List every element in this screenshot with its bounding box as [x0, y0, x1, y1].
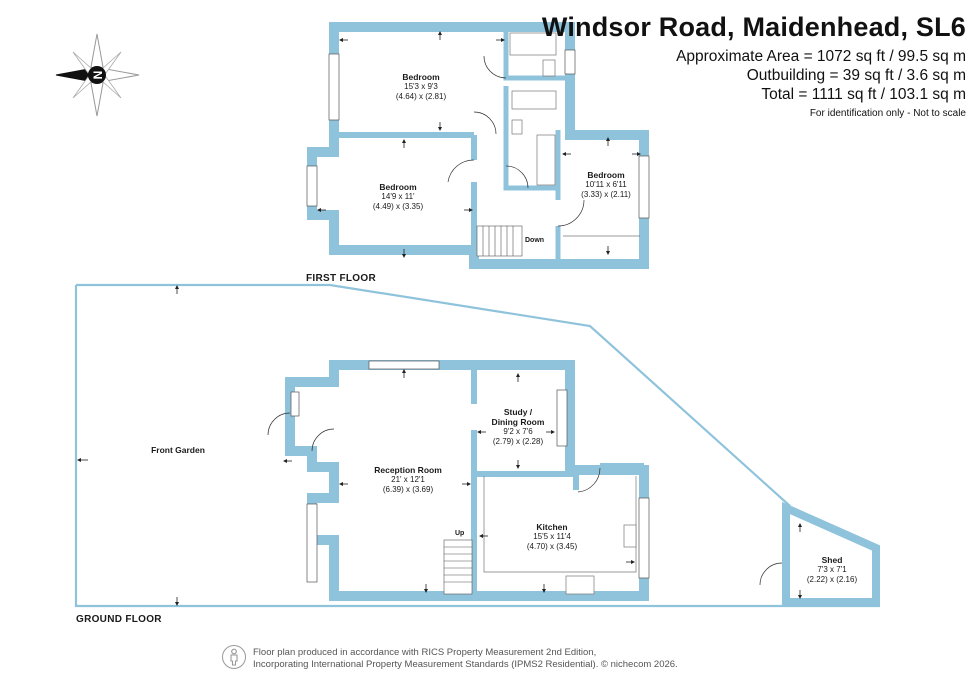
room-name: Kitchen	[536, 522, 568, 532]
identification-note: For identification only - Not to scale	[809, 108, 966, 119]
room-dims: 9'2 x 7'6	[503, 427, 533, 436]
room-label-bedroom-2: Bedroom 14'9 x 11' (4.49) x (3.35)	[373, 182, 423, 212]
room-name: Bedroom	[379, 182, 417, 192]
room-name: Study /	[503, 407, 533, 417]
room-dims: 7'3 x 7'1	[817, 565, 847, 574]
room-dims: 10'11 x 6'11	[585, 180, 627, 189]
person-icon	[222, 645, 246, 669]
first-floor-label: FIRST FLOOR	[306, 273, 376, 284]
svg-text:N: N	[91, 71, 105, 80]
room-name: Bedroom	[587, 170, 625, 180]
area-line-outbuilding: Outbuilding = 39 sq ft / 3.6 sq m	[746, 67, 966, 84]
room-label-bedroom-3: Bedroom 10'11 x 6'11 (3.33) x (2.11)	[581, 170, 631, 200]
footer-text: Floor plan produced in accordance with R…	[253, 647, 678, 671]
room-metric: (6.39) x (3.69)	[382, 485, 434, 494]
footer-brand: © nichecom 2026.	[600, 659, 678, 670]
room-label-bedroom-1: Bedroom 15'3 x 9'3 (4.64) x (2.81)	[396, 72, 446, 102]
property-title: Windsor Road, Maidenhead, SL6	[541, 12, 966, 42]
garden-name: Front Garden	[151, 445, 205, 455]
room-name: Bedroom	[402, 72, 440, 82]
room-label-shed: Shed 7'3 x 7'1 (2.22) x (2.16)	[807, 555, 857, 585]
footer-line-2-text: Incorporating International Property Mea…	[253, 659, 599, 670]
ground-floor-plan	[267, 360, 650, 601]
front-garden-label: Front Garden	[151, 445, 205, 455]
garden-boundary	[74, 283, 880, 608]
room-metric: (2.79) x (2.28)	[492, 437, 544, 446]
room-metric: (2.22) x (2.16)	[806, 575, 858, 584]
room-label-reception: Reception Room 21' x 12'1 (6.39) x (3.69…	[374, 465, 442, 495]
area-summary: Approximate Area = 1072 sq ft / 99.5 sq …	[676, 47, 966, 121]
first-floor-plan	[306, 22, 650, 269]
room-metric: (3.33) x (2.11)	[581, 190, 631, 199]
stairs-down-label: Down	[525, 237, 545, 244]
footer-line-2: Incorporating International Property Mea…	[253, 659, 678, 671]
room-metric: (4.64) x (2.81)	[395, 92, 447, 101]
stairs-up-label: Up	[455, 530, 465, 537]
area-line-approximate: Approximate Area = 1072 sq ft / 99.5 sq …	[676, 48, 966, 65]
room-name: Reception Room	[374, 465, 442, 475]
area-line-total: Total = 1111 sq ft / 103.1 sq m	[761, 86, 966, 103]
ground-floor-label: GROUND FLOOR	[76, 614, 162, 625]
room-metric: (4.70) x (3.45)	[526, 542, 578, 551]
footer-line-1: Floor plan produced in accordance with R…	[253, 647, 597, 658]
room-label-kitchen: Kitchen 15'5 x 11'4 (4.70) x (3.45)	[527, 522, 577, 552]
room-name: Shed	[821, 555, 843, 565]
room-dims: 15'3 x 9'3	[404, 82, 438, 91]
room-dims: 21' x 12'1	[391, 475, 425, 484]
room-label-study: Study / Dining Room 9'2 x 7'6 (2.79) x (…	[492, 407, 545, 447]
shed-plan	[759, 501, 880, 606]
room-metric: (4.49) x (3.35)	[372, 202, 424, 211]
room-dims: 15'5 x 11'4	[533, 532, 571, 541]
room-dims: 14'9 x 11'	[381, 192, 415, 201]
room-name-line2: Dining Room	[491, 417, 545, 427]
compass-icon: N	[55, 33, 140, 117]
